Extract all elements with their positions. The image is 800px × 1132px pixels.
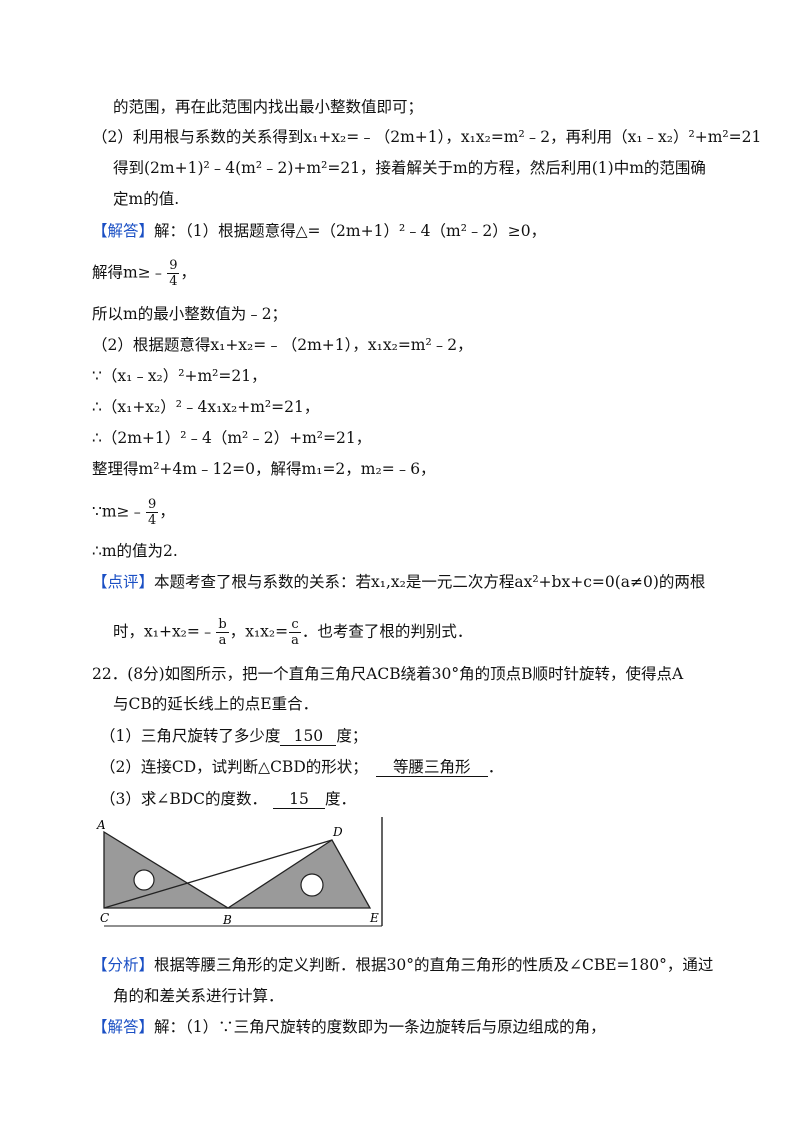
text-segment: ， xyxy=(159,502,175,521)
solution-line: 【解答】解：（1）根据题意得△=（2m+1）²﹣4（m²﹣2）≥0， xyxy=(92,220,546,242)
fraction-numerator: c xyxy=(289,617,301,633)
text-segment: 度； xyxy=(336,727,368,745)
label-b: B xyxy=(222,913,232,927)
text-line: 定m的值. xyxy=(113,190,180,208)
text-line: ∴m的值为2. xyxy=(92,542,178,560)
label-a: A xyxy=(96,818,106,832)
text-segment: （2）连接CD，试判断△CBD的形状； xyxy=(100,758,368,776)
triangle-hole xyxy=(133,869,155,891)
solution-tag: 【解答】 xyxy=(92,222,155,240)
text-segment: 根据等腰三角形的定义判断．根据30°的直角三角形的性质及∠CBE=180°，通过 xyxy=(154,956,714,974)
label-c: C xyxy=(100,911,109,925)
text-segment: 解：（1）∵三角尺旋转的度数即为一条边旋转后与原边组成的角， xyxy=(154,1018,606,1036)
text-line: （2）根据题意得x₁+x₂=﹣（2m+1），x₁x₂=m²﹣2， xyxy=(92,336,473,354)
text-line: （2）利用根与系数的关系得到x₁+x₂=﹣（2m+1），x₁x₂=m²﹣2，再利… xyxy=(92,128,762,146)
triangle-rotation-figure: A C B D E xyxy=(96,817,383,927)
fraction-numerator: 9 xyxy=(146,497,159,513)
fraction-denominator: a xyxy=(291,633,299,648)
text-line: ∴（2m+1）²﹣4（m²﹣2）+m²=21， xyxy=(92,429,372,447)
comment-line: 【点评】本题考查了根与系数的关系：若x₁,x₂是一元二次方程ax²+bx+c=0… xyxy=(92,571,705,593)
fraction-denominator: 4 xyxy=(148,513,157,528)
text-segment: ．也考查了根的判别式． xyxy=(301,622,473,641)
text-segment: ． xyxy=(487,758,504,776)
text-line: 的范围，再在此范围内找出最小整数值即可； xyxy=(113,98,424,116)
question-line: 22．(8分)如图所示，把一个直角三角尺ACB绕着30°角的顶点B顺时针旋转，使… xyxy=(92,665,684,683)
label-d: D xyxy=(332,825,343,839)
question-line: 与CB的延长线上的点E重合． xyxy=(113,695,319,713)
text-segment: 度． xyxy=(325,790,357,808)
analysis-tag: 【分析】 xyxy=(92,956,155,974)
fraction-numerator: b xyxy=(216,617,229,633)
text-segment: 解：（1）根据题意得△=（2m+1）²﹣4（m²﹣2）≥0， xyxy=(154,222,547,240)
text-line: 所以m的最小整数值为﹣2； xyxy=(92,305,288,323)
text-line: 角的和差关系进行计算． xyxy=(113,987,284,1005)
sub-question: （2）连接CD，试判断△CBD的形状； 等腰三角形． xyxy=(100,756,503,778)
fraction-denominator: 4 xyxy=(169,274,178,289)
answer-blank: 150 xyxy=(280,727,337,746)
triangle-dbe xyxy=(225,839,372,909)
solution-line: 【解答】解：（1）∵三角尺旋转的度数即为一条边旋转后与原边组成的角， xyxy=(92,1016,606,1038)
text-segment: ∵m≥﹣ xyxy=(92,502,146,521)
text-line: 整理得m²+4m﹣12=0，解得m₁=2，m₂=﹣6， xyxy=(92,460,436,478)
answer-blank: 15 xyxy=(273,790,326,809)
text-segment: 时，x₁+x₂=﹣ xyxy=(113,622,216,641)
solution-tag: 【解答】 xyxy=(92,1018,155,1036)
segment-cd xyxy=(103,839,333,909)
triangle-acb xyxy=(103,830,231,909)
answer-blank: 等腰三角形 xyxy=(375,758,488,777)
fraction-numerator: 9 xyxy=(167,258,180,274)
text-segment: ，x₁x₂= xyxy=(229,622,289,641)
text-segment: 本题考查了根与系数的关系：若x₁,x₂是一元二次方程ax²+bx+c=0(a≠0… xyxy=(154,573,706,591)
comment-tag: 【点评】 xyxy=(92,573,155,591)
triangle-hole xyxy=(300,873,324,897)
text-segment: ， xyxy=(180,263,196,282)
text-line: ∴（x₁+x₂）²﹣4x₁x₂+m²=21， xyxy=(92,398,320,416)
text-segment: （1）三角尺旋转了多少度 xyxy=(100,727,281,745)
text-segment: 解得m≥﹣ xyxy=(92,263,167,282)
analysis-line: 【分析】根据等腰三角形的定义判断．根据30°的直角三角形的性质及∠CBE=180… xyxy=(92,954,713,976)
fraction-denominator: a xyxy=(218,633,227,648)
label-e: E xyxy=(369,911,379,925)
text-line: 得到(2m+1)²﹣4(m²﹣2)+m²=21，接着解关于m的方程，然后利用(1… xyxy=(113,159,706,177)
text-line: ∵（x₁﹣x₂）²+m²=21， xyxy=(92,367,267,385)
text-segment: （3）求∠BDC的度数． xyxy=(100,790,268,808)
